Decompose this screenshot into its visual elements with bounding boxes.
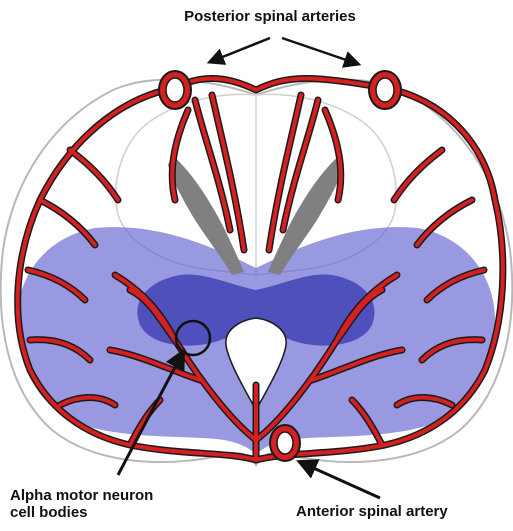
- posterior-spinal-arteries-label: Posterior spinal arteries: [150, 8, 390, 25]
- anterior-spinal-artery: [270, 425, 300, 461]
- posterior-label-arrows: [210, 38, 358, 64]
- alpha-motor-neuron-label-line2: cell bodies: [10, 504, 153, 521]
- posterior-spinal-artery-left: [159, 71, 191, 109]
- alpha-motor-neuron-label-line1: Alpha motor neuron: [10, 487, 153, 504]
- anterior-spinal-artery-label: Anterior spinal artery: [296, 503, 448, 520]
- posterior-spinal-artery-right: [369, 71, 401, 109]
- alpha-motor-neuron-label: Alpha motor neuron cell bodies: [10, 487, 153, 521]
- anterior-artery-arrow: [300, 462, 380, 498]
